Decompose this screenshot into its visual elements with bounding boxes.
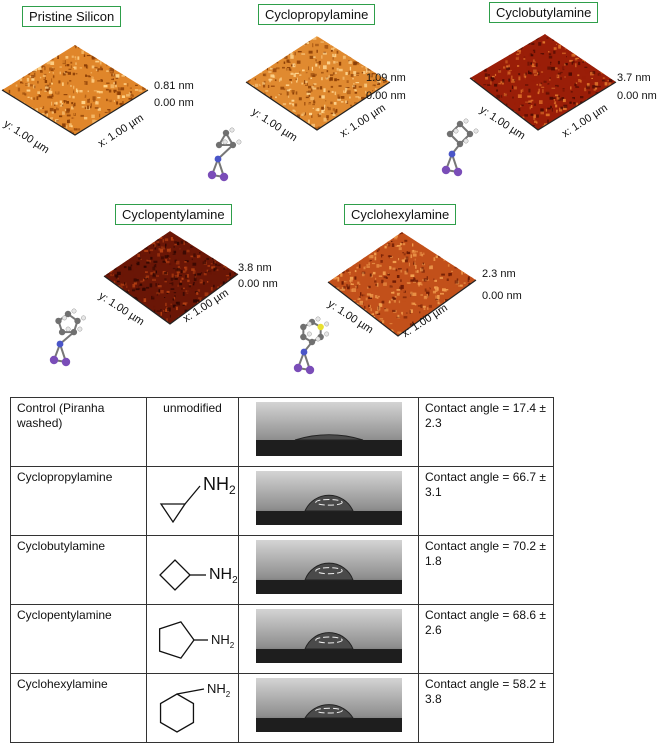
- afm-title-pristine: Pristine Silicon: [22, 6, 122, 27]
- structure-cyclohexylamine: NH2: [159, 681, 231, 733]
- afm-max-cyclopentylamine: 3.8 nm: [238, 262, 272, 274]
- afm-surface-pristine: [1, 45, 149, 136]
- afm-min-cyclobutylamine: 0.00 nm: [617, 90, 657, 102]
- afm-min-cyclopentylamine: 0.00 nm: [238, 278, 278, 290]
- molecule-model-cyclobutylamine: [441, 118, 479, 177]
- afm-max-cyclohexylamine: 2.3 nm: [482, 268, 516, 280]
- structure-cell: NH2: [146, 604, 239, 674]
- droplet-image-cell: [238, 604, 419, 674]
- contact-angle-cell: Contact angle = 58.2 ± 3.8: [418, 673, 554, 743]
- afm-min-cyclohexylamine: 0.00 nm: [482, 290, 522, 302]
- table-row: Cyclopropylamine NH2 Contact angle = 66.…: [10, 466, 554, 536]
- structure-cyclopentylamine: NH2: [158, 621, 235, 659]
- svg-text:NH2: NH2: [203, 474, 236, 497]
- table-row: Cyclopentylamine NH2 Contact angle = 68.…: [10, 604, 554, 674]
- droplet-photo: [255, 540, 402, 594]
- contact-angle-cell: Contact angle = 70.2 ± 1.8: [418, 535, 554, 605]
- contact-angle-cell: Contact angle = 17.4 ± 2.3: [418, 397, 554, 467]
- droplet-image-cell: [238, 673, 419, 743]
- afm-min-cyclopropylamine: 0.00 nm: [366, 90, 406, 102]
- afm-surface-cyclopentylamine: [103, 231, 239, 325]
- droplet-image-cell: [238, 466, 419, 536]
- droplet-photo: [255, 471, 402, 525]
- afm-min-pristine: 0.00 nm: [154, 97, 194, 109]
- molecule-model-cyclopropylamine: [207, 127, 242, 182]
- droplet-image-cell: [238, 535, 419, 605]
- structure-cell: NH2: [146, 466, 239, 536]
- contact-angle-cell: Contact angle = 68.6 ± 2.6: [418, 604, 554, 674]
- afm-surface-cyclobutylamine: [469, 34, 617, 131]
- structure-cell: NH2: [146, 673, 239, 743]
- afm-title-cyclohexylamine: Cyclohexylamine: [344, 204, 457, 225]
- structure-cyclopropylamine: NH2: [159, 474, 236, 524]
- afm-max-pristine: 0.81 nm: [154, 80, 194, 92]
- sample-name-cell: Cyclohexylamine: [10, 673, 147, 743]
- svg-text:NH2: NH2: [207, 681, 231, 699]
- afm-title-cyclopropylamine: Cyclopropylamine: [258, 4, 376, 25]
- afm-surface-cyclohexylamine: [327, 232, 477, 337]
- table-row: Cyclohexylamine NH2 Contact angle = 58.2…: [10, 673, 554, 743]
- svg-text:NH2: NH2: [209, 566, 238, 586]
- droplet-photo: [255, 402, 402, 456]
- contact-angle-cell: Contact angle = 66.7 ± 3.1: [418, 466, 554, 536]
- sample-name-cell: Control (Piranha washed): [10, 397, 147, 467]
- afm-title-cyclobutylamine: Cyclobutylamine: [489, 2, 599, 23]
- droplet-photo: [255, 678, 402, 732]
- structure-cell: unmodified: [146, 397, 239, 467]
- svg-text:NH2: NH2: [211, 632, 235, 650]
- droplet-image-cell: [238, 397, 419, 467]
- sample-name-cell: Cyclopentylamine: [10, 604, 147, 674]
- droplet-photo: [255, 609, 402, 663]
- table-row: Cyclobutylamine NH2 Contact angle = 70.2…: [10, 535, 554, 605]
- structure-cell: NH2: [146, 535, 239, 605]
- molecule-model-cyclopentylamine: [49, 308, 86, 367]
- sample-name-cell: Cyclobutylamine: [10, 535, 147, 605]
- sample-name-cell: Cyclopropylamine: [10, 466, 147, 536]
- structure-cyclobutylamine: NH2: [159, 559, 238, 591]
- table-row: Control (Piranha washed) unmodified Cont…: [10, 397, 554, 467]
- afm-max-cyclobutylamine: 3.7 nm: [617, 72, 651, 84]
- afm-title-cyclopentylamine: Cyclopentylamine: [115, 204, 232, 225]
- afm-surface-cyclopropylamine: [245, 36, 391, 131]
- contact-angle-table: Control (Piranha washed) unmodified Cont…: [10, 397, 554, 743]
- afm-max-cyclopropylamine: 1.09 nm: [366, 72, 406, 84]
- molecule-model-cyclohexylamine: [293, 316, 330, 375]
